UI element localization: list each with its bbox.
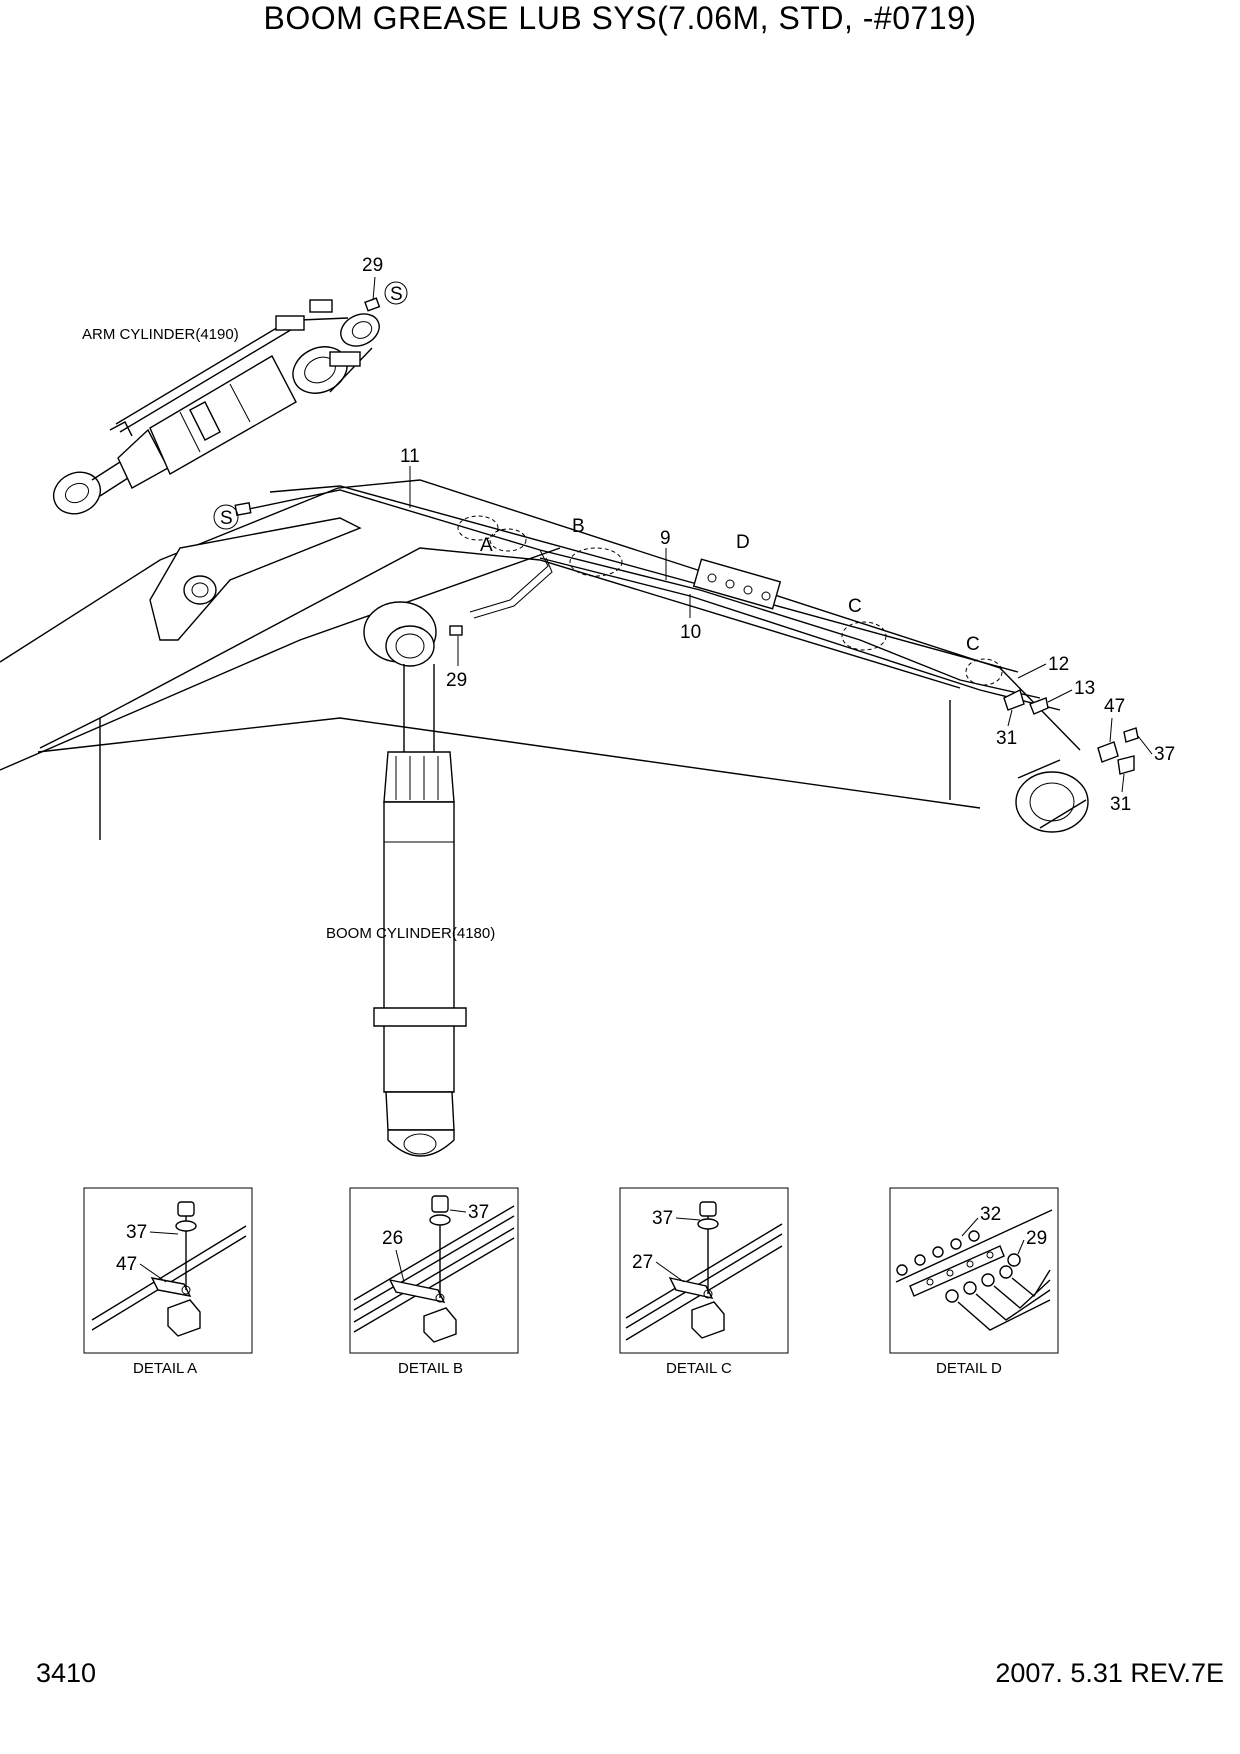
- detail-marker-a1: [457, 515, 499, 541]
- boom-cylinder-label: BOOM CYLINDER(4180): [326, 925, 495, 942]
- detail-c-caption: DETAIL C: [666, 1360, 732, 1377]
- detail-a-caption: DETAIL A: [133, 1360, 197, 1377]
- callout-47: 47: [1104, 696, 1125, 717]
- s-marker-left-label: S: [220, 508, 233, 529]
- arm-cylinder-label: ARM CYLINDER(4190): [82, 326, 239, 343]
- detail-d-caption: DETAIL D: [936, 1360, 1002, 1377]
- arm-cylinder: [52, 297, 381, 515]
- grease-line: [243, 489, 1041, 699]
- callout-11: 11: [400, 446, 420, 467]
- detail-b: [349, 1187, 519, 1354]
- detail-b-part-37: 37: [468, 1202, 489, 1223]
- detail-marker-c2: [965, 658, 1003, 686]
- revision-date: 2007. 5.31 REV.7E: [995, 1658, 1224, 1688]
- callout-37: 37: [1154, 744, 1175, 765]
- boom-cylinder: [363, 601, 467, 1157]
- detail-d-part-32: 32: [980, 1204, 1001, 1225]
- detail-marker-c1: [841, 621, 887, 651]
- detail-letter-c2: C: [966, 634, 980, 655]
- page-number: 3410: [36, 1658, 97, 1688]
- s-marker-left: [213, 504, 239, 530]
- callout-10: 10: [680, 622, 701, 643]
- detail-a-part-47: 47: [116, 1254, 137, 1275]
- detail-letter-c1: C: [848, 596, 862, 617]
- detail-c-part-37: 37: [652, 1208, 673, 1229]
- callout-13: 13: [1074, 678, 1095, 699]
- detail-c-part-27: 27: [632, 1252, 653, 1273]
- callout-29-top: 29: [362, 255, 383, 276]
- callout-31-a: 31: [996, 728, 1017, 749]
- detail-letter-b: B: [572, 516, 585, 537]
- boom: [0, 479, 1089, 840]
- detail-a-part-37: 37: [126, 1222, 147, 1243]
- callout-31-b: 31: [1110, 794, 1131, 815]
- s-marker-top: [384, 281, 408, 305]
- detail-d-part-29: 29: [1026, 1228, 1047, 1249]
- detail-c: [619, 1187, 789, 1354]
- callout-12: 12: [1048, 654, 1069, 675]
- detail-letter-a: A: [480, 535, 493, 556]
- callout-9: 9: [660, 528, 671, 549]
- s-marker-top-label: S: [390, 284, 403, 305]
- detail-d: [889, 1187, 1059, 1354]
- detail-b-part-26: 26: [382, 1228, 403, 1249]
- callout-29-mid: 29: [446, 670, 467, 691]
- detail-a: [83, 1187, 253, 1354]
- page-title: BOOM GREASE LUB SYS(7.06M, STD, -#0719): [263, 0, 977, 36]
- grease-manifold: [692, 558, 782, 610]
- detail-b-caption: DETAIL B: [398, 1360, 463, 1377]
- detail-marker-b: [569, 547, 623, 577]
- detail-letter-d: D: [736, 532, 750, 553]
- detail-marker-a2: [489, 528, 527, 552]
